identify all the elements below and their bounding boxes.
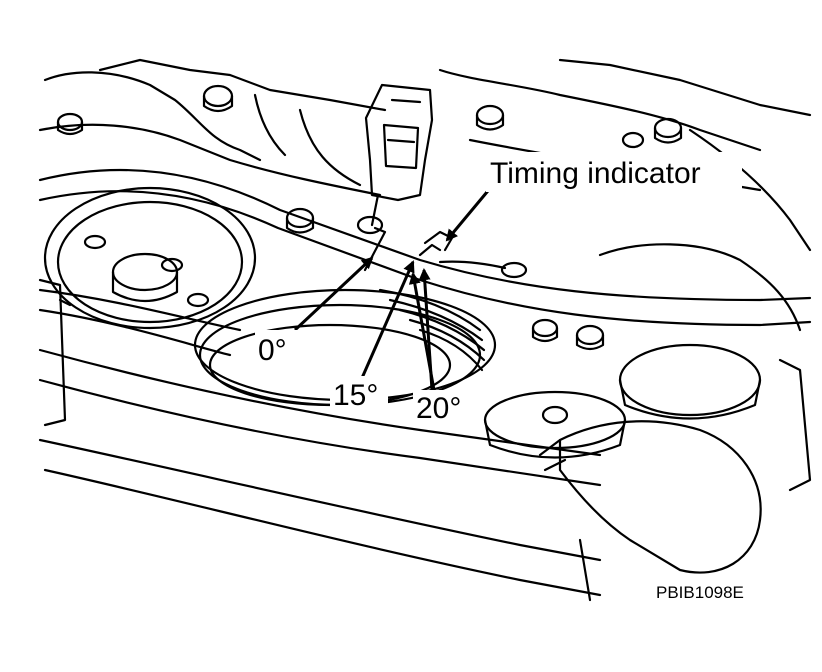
zero-degree-label: 0°	[258, 334, 287, 367]
timing-indicator-label: Timing indicator	[490, 157, 701, 190]
drive-belts	[38, 168, 812, 597]
zero-degree-leader	[293, 256, 374, 332]
connector-plug	[364, 83, 434, 227]
fifteen-degree-leader	[360, 260, 415, 379]
fifteen-degree-label: 15°	[333, 379, 378, 412]
zero-degree-label-bg	[255, 330, 301, 366]
twenty-degree-label: 20°	[416, 392, 461, 425]
bolts	[56, 84, 683, 425]
idler-pulley	[483, 343, 762, 459]
left-pulley	[43, 186, 257, 330]
twenty-degree-label-bg	[413, 390, 471, 424]
timing-indicator-label-bg	[486, 152, 742, 192]
frame-bracket	[38, 278, 812, 492]
fifteen-degree-label-bg	[330, 376, 388, 410]
hand-tool	[538, 420, 762, 602]
figure-code: PBIB1098E	[656, 583, 744, 602]
timing-indicator-leader	[445, 185, 494, 242]
callout-leaders	[293, 185, 494, 391]
twenty-degree-leader-b	[408, 272, 436, 391]
